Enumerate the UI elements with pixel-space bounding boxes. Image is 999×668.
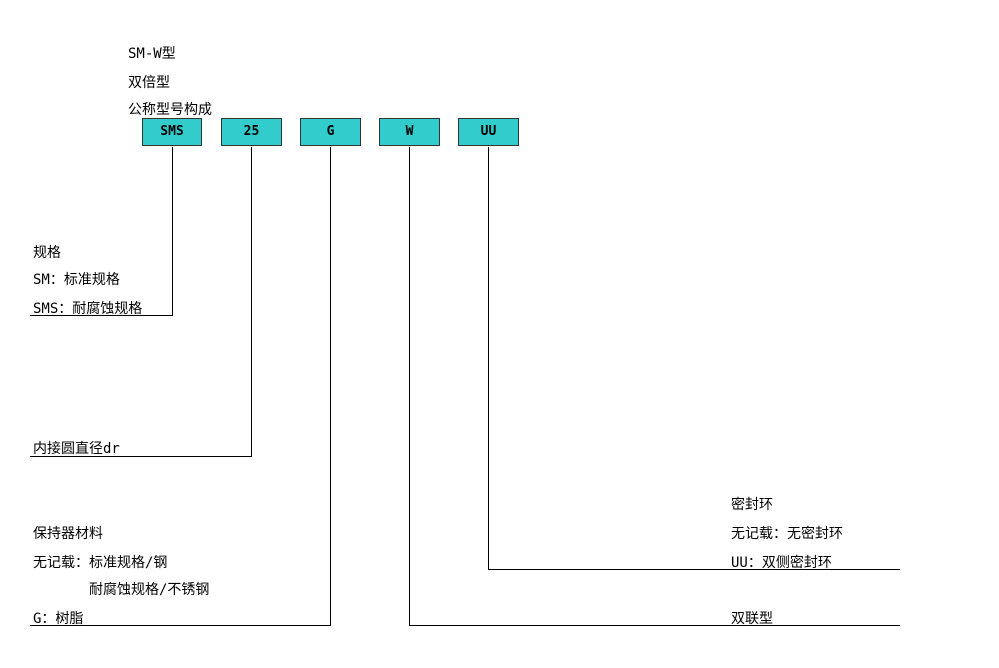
retainer-corrosion: 耐腐蚀规格/不锈钢: [89, 582, 210, 598]
retainer-g: G：树脂: [33, 611, 84, 627]
model-title: SM-W型: [128, 46, 176, 62]
model-type: 双倍型: [128, 75, 170, 91]
connector-diameter: [30, 147, 252, 457]
spec-sm: SM：标准规格: [33, 272, 120, 288]
retainer-none: 无记载：标准规格/钢: [33, 555, 168, 571]
code-box-uu: UU: [458, 118, 519, 146]
double-label: 双联型: [731, 611, 773, 627]
connector-double: [409, 147, 900, 626]
retainer-title: 保持器材料: [33, 526, 103, 542]
connector-spec: [30, 147, 173, 316]
seal-uu: UU：双侧密封环: [731, 555, 832, 571]
code-box-sms: SMS: [142, 118, 202, 146]
spec-title: 规格: [33, 245, 61, 261]
diameter-label: 内接圆直径dr: [33, 441, 120, 457]
connector-seal: [488, 147, 900, 570]
spec-sms: SMS：耐腐蚀规格: [33, 301, 143, 317]
seal-none: 无记载：无密封环: [731, 526, 843, 542]
code-box-w: W: [379, 118, 440, 146]
code-box-25: 25: [221, 118, 282, 146]
connector-retainer: [30, 147, 331, 626]
code-box-g: G: [300, 118, 361, 146]
seal-title: 密封环: [731, 497, 773, 513]
model-composition-label: 公称型号构成: [128, 102, 212, 118]
